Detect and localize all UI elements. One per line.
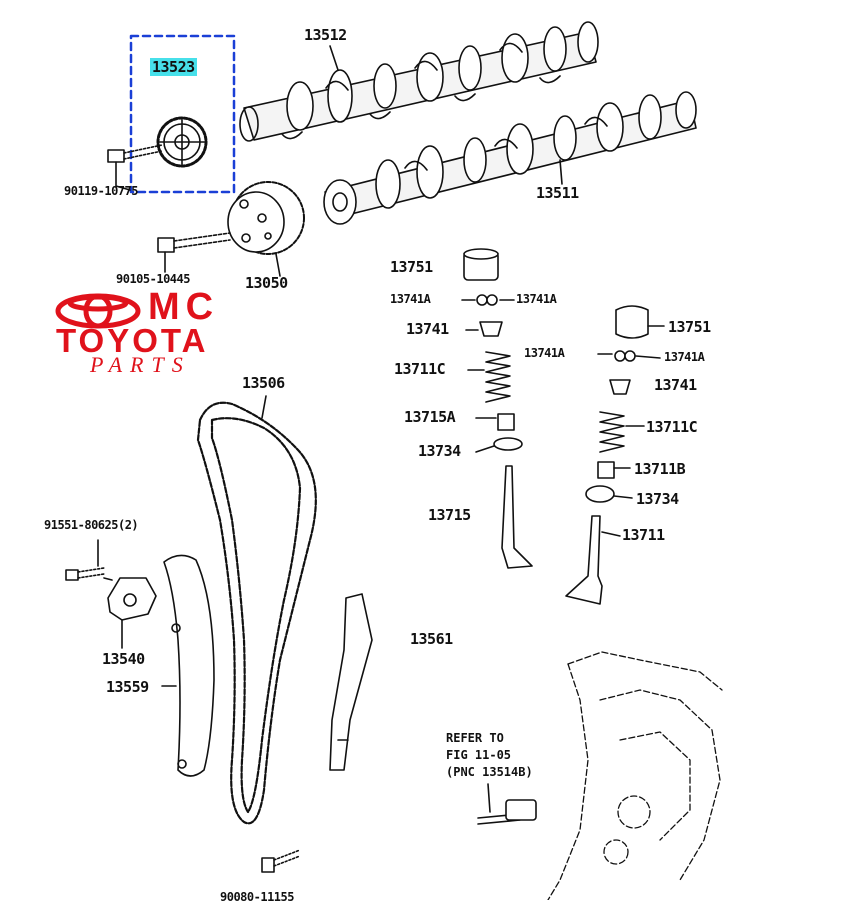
label-13715[interactable]: 13715 [428,506,471,524]
brand-parts: PARTS [90,352,191,377]
refer-line-1: REFER TO [446,731,504,745]
label-13751-a[interactable]: 13751 [390,258,433,276]
label-13741A-d[interactable]: 13741A [664,350,705,364]
guide-13559 [161,554,215,777]
refer-bolts [477,783,537,825]
spring-left [485,351,511,403]
sprocket-13523 [156,116,208,168]
label-13741A-a[interactable]: 13741A [390,292,431,306]
label-13511[interactable]: 13511 [536,184,579,202]
camshaft-13512 [239,21,599,142]
bolt-90119 [107,144,163,191]
label-13540[interactable]: 13540 [102,650,145,668]
damper-13561 [329,593,373,771]
vvt-gear-13050 [227,181,305,277]
label-bottom-part[interactable]: 90080-11155 [220,890,294,904]
brand-toyota: TOYOTA [56,322,209,359]
label-90119[interactable]: 90119-10775 [64,184,138,198]
brand-mc: MC [148,286,220,328]
refer-line-2: FIG 11-05 [446,748,512,762]
label-13715A[interactable]: 13715A [404,408,456,426]
label-13741-b[interactable]: 13741 [654,376,697,394]
valve-set-right [565,305,665,605]
label-13561[interactable]: 13561 [410,630,453,648]
label-13741A-c[interactable]: 13741A [524,346,565,360]
bolt-90105 [157,232,231,273]
toyota-logo [55,293,141,329]
refer-line-3: (PNC 13514B) [446,765,533,779]
timing-chain-13506 [196,401,317,825]
label-13734-b[interactable]: 13734 [636,490,679,508]
label-90105[interactable]: 90105-10445 [116,272,190,286]
camshaft-13511 [323,91,697,225]
label-13734-a[interactable]: 13734 [418,442,461,460]
label-13741A-b[interactable]: 13741A [516,292,557,306]
label-13506[interactable]: 13506 [242,374,285,392]
label-13050[interactable]: 13050 [245,274,288,292]
label-13512[interactable]: 13512 [304,26,347,44]
label-13711C-a[interactable]: 13711C [394,360,446,378]
engine-block [547,651,723,900]
tensioner-13540 [103,577,157,649]
refer-note: REFER TO FIG 11-05 (PNC 13514B) [446,730,533,781]
selection-box [129,34,236,194]
label-91551[interactable]: 91551-80625(2) [44,518,139,532]
label-13711[interactable]: 13711 [622,526,665,544]
label-13559[interactable]: 13559 [106,678,149,696]
bolt-91551 [65,539,105,581]
valve-set-left [461,248,533,569]
label-13711C-b[interactable]: 13711C [646,418,698,436]
label-13711B[interactable]: 13711B [634,460,686,478]
label-13523[interactable]: 13523 [150,58,197,76]
label-13751-b[interactable]: 13751 [668,318,711,336]
label-13741-a2[interactable]: 13741 [406,320,449,338]
bottom-bolt [261,849,301,873]
